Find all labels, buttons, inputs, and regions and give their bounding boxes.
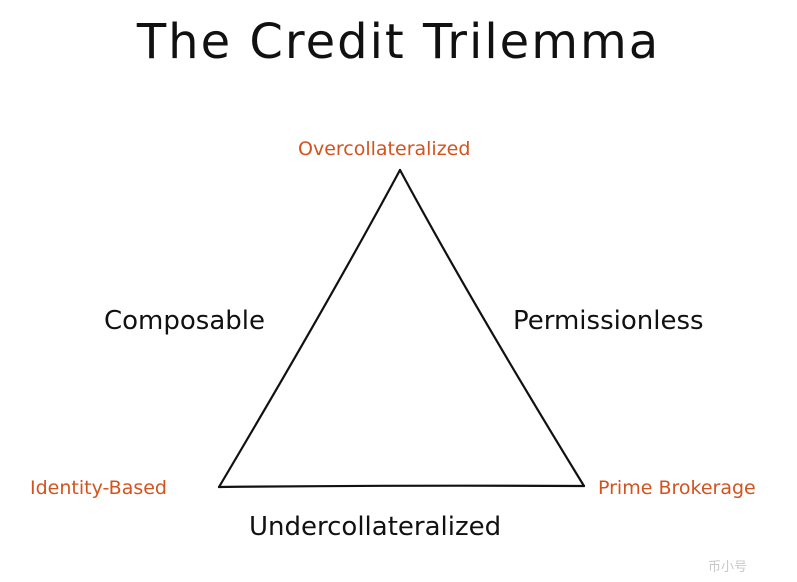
triangle-right-edge — [398, 168, 586, 488]
triangle-bottom-edge — [217, 484, 586, 489]
side-label-bottom: Undercollateralized — [249, 512, 502, 542]
triangle-left-edge — [217, 168, 402, 489]
side-label-left: Composable — [104, 306, 266, 336]
diagram-title: The Credit Trilemma — [136, 14, 661, 70]
side-label-right: Permissionless — [513, 306, 704, 336]
watermark: 币小号 — [708, 560, 748, 575]
vertex-label-bottom-right: Prime Brokerage — [598, 477, 756, 499]
vertex-label-top: Overcollateralized — [298, 138, 471, 160]
vertex-label-bottom-left: Identity-Based — [30, 477, 167, 499]
